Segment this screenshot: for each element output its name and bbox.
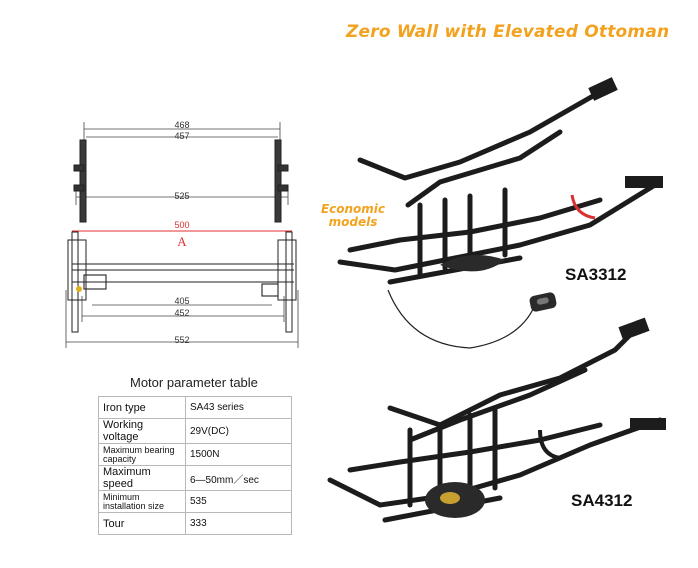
- param-value: 535: [185, 490, 292, 513]
- table-row: Working voltage 29V(DC): [98, 418, 292, 444]
- dim-468: 468: [174, 120, 189, 130]
- dim-525: 525: [174, 191, 189, 201]
- economic-models-badge: Economic models: [318, 203, 388, 229]
- table-row: Maximum bearing capacity 1500N: [98, 443, 292, 466]
- table-row: Tour 333: [98, 512, 292, 535]
- page-title: Zero Wall with Elevated Ottoman: [346, 22, 670, 42]
- param-label: Working voltage: [98, 418, 186, 444]
- dim-452: 452: [174, 308, 189, 318]
- table-row: Minimum installation size 535: [98, 490, 292, 513]
- param-value: SA43 series: [185, 396, 292, 419]
- dim-500: 500: [174, 220, 189, 230]
- motor-parameter-table: Iron type SA43 series Working voltage 29…: [98, 396, 292, 535]
- param-value: 6—50mm／sec: [185, 465, 292, 491]
- param-value: 1500N: [185, 443, 292, 466]
- param-label: Tour: [98, 512, 186, 535]
- badge-line-1: Economic: [320, 202, 386, 216]
- param-value: 29V(DC): [185, 418, 292, 444]
- mark-a: A: [177, 234, 187, 249]
- dim-552: 552: [174, 335, 189, 345]
- param-label: Maximum bearing capacity: [98, 443, 186, 466]
- table-row: Maximum speed 6—50mm／sec: [98, 465, 292, 491]
- table-caption: Motor parameter table: [130, 375, 258, 390]
- param-label: Iron type: [98, 396, 186, 419]
- param-label: Minimum installation size: [98, 490, 186, 513]
- table-row: Iron type SA43 series: [98, 396, 292, 419]
- model-label-sa4312: SA4312: [571, 491, 633, 510]
- param-value: 333: [185, 512, 292, 535]
- param-label: Maximum speed: [98, 465, 186, 491]
- badge-line-2: models: [328, 215, 378, 229]
- dim-405: 405: [174, 296, 189, 306]
- dim-457: 457: [174, 131, 189, 141]
- model-label-sa3312: SA3312: [565, 265, 627, 284]
